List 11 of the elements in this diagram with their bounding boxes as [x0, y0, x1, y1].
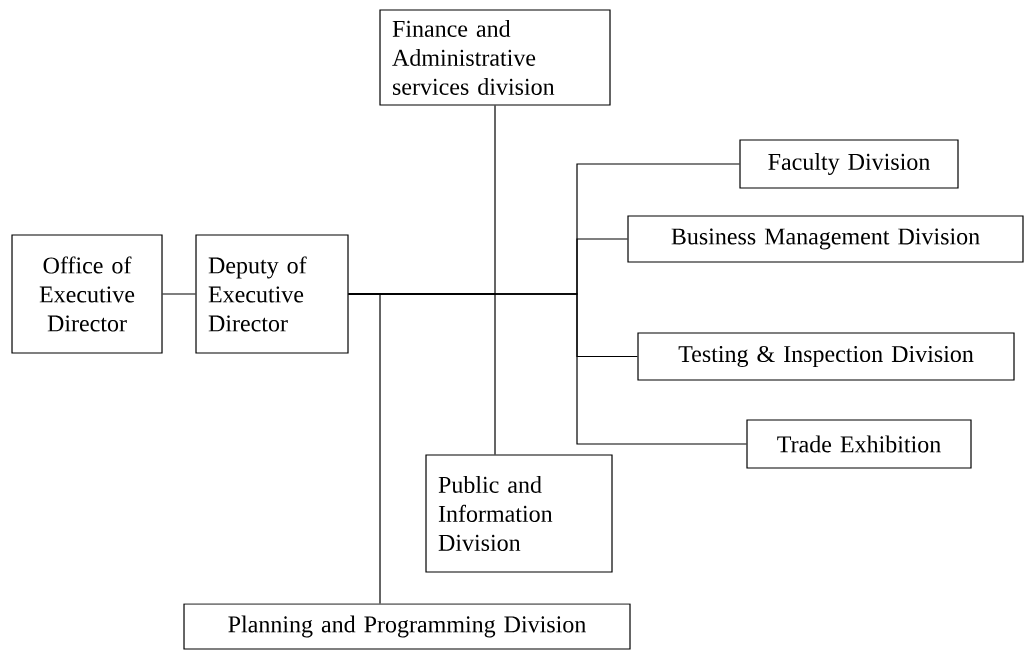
division-box: Deputy of Executive Director: [195, 234, 349, 354]
division-box: Public and Information Division: [425, 454, 613, 573]
connector-line: [348, 293, 747, 445]
division-box: Testing & Inspection Division: [637, 332, 1015, 381]
division-box: Finance and Administrative services division: [379, 9, 611, 106]
division-box: Office of Executive Director: [11, 234, 163, 354]
division-box: Trade Exhibition: [746, 419, 972, 469]
division-box: Business Management Division: [627, 215, 1024, 263]
connector-line: [162, 293, 196, 295]
division-box: Planning and Programming Division: [183, 603, 631, 650]
division-box: Faculty Division: [739, 139, 959, 189]
